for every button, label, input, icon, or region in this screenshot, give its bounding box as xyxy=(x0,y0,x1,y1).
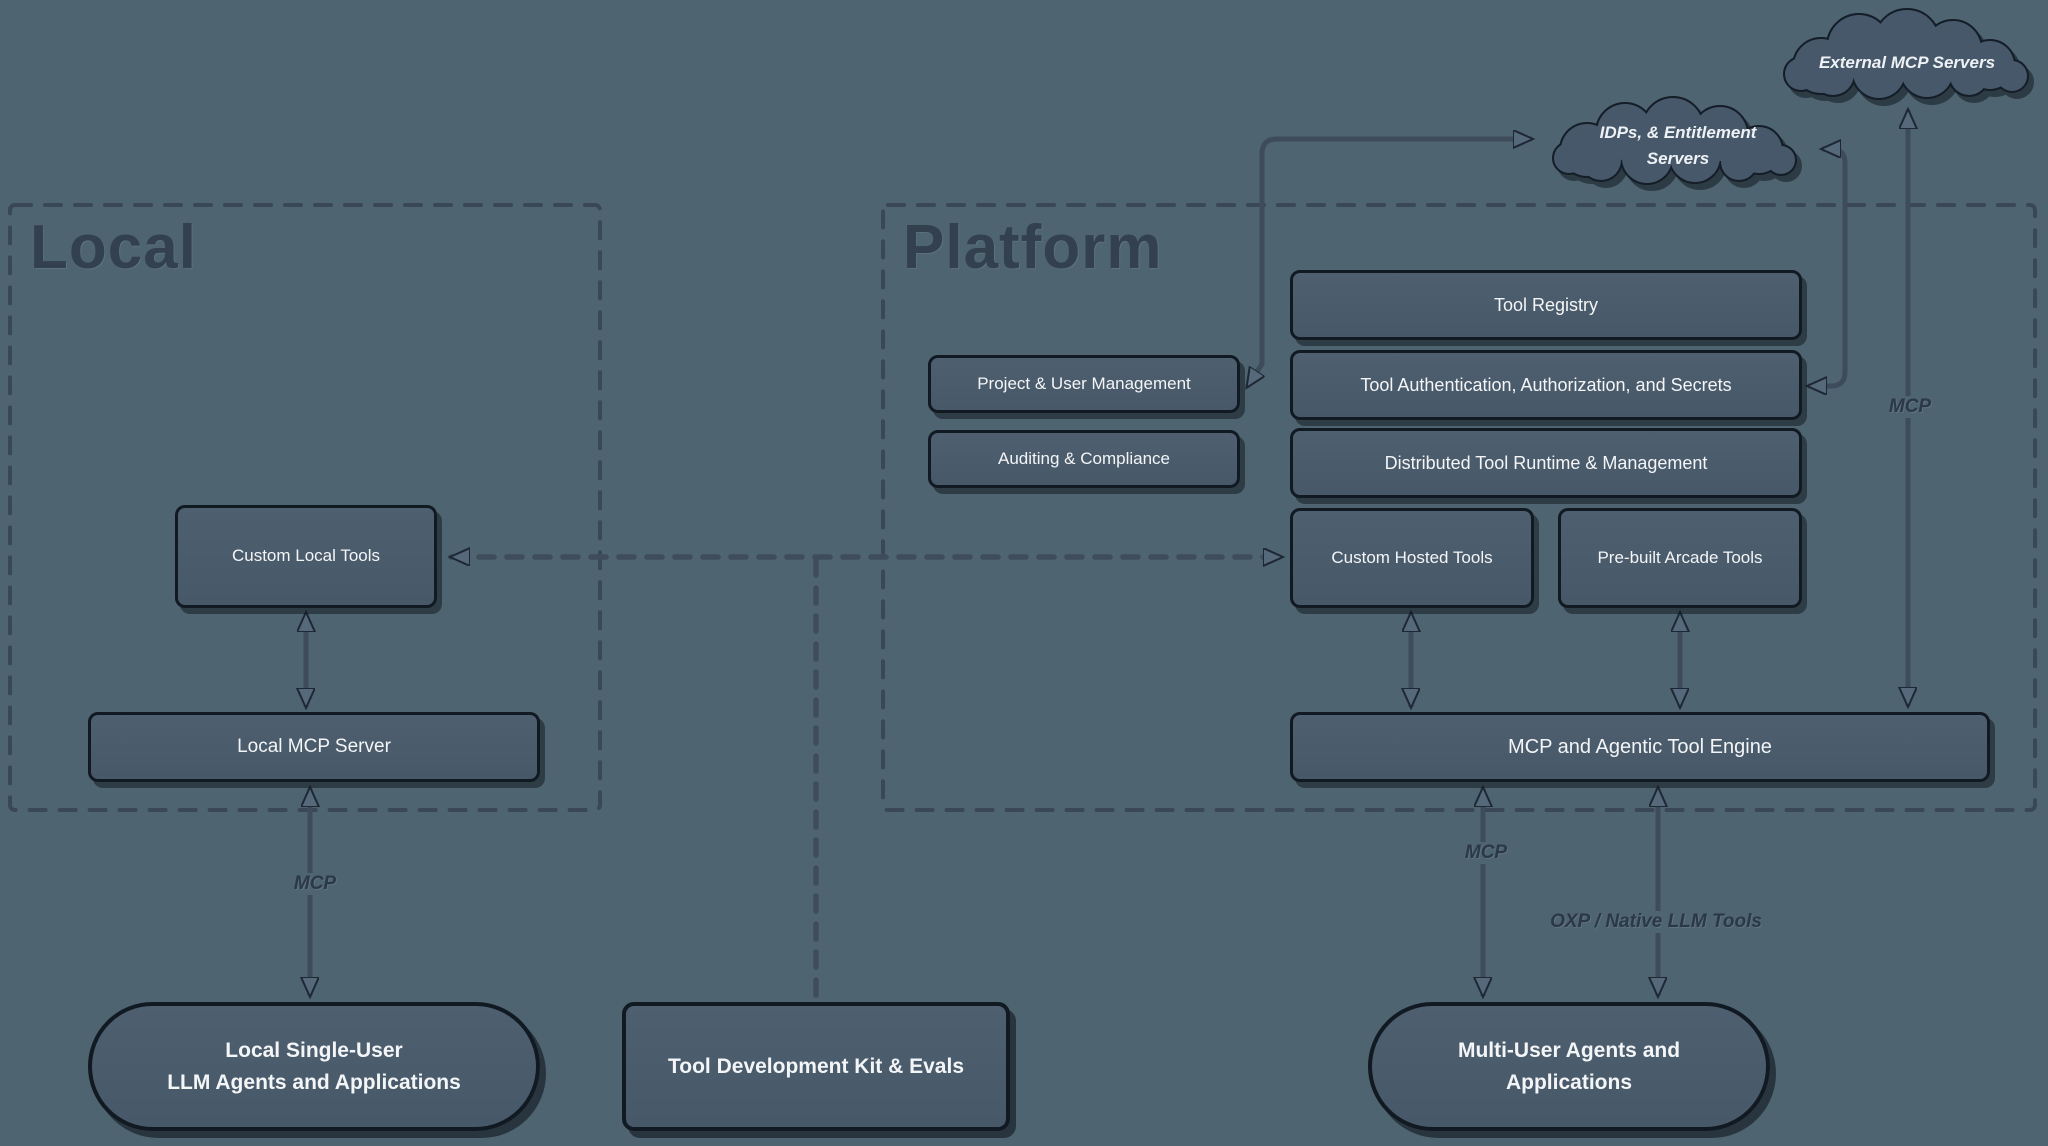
idps-cloud-label-line1: IDPs, & Entitlement xyxy=(1600,123,1758,142)
edge-tool-auth-to-idps xyxy=(1808,149,1848,386)
edge-label-mcp-local: MCP xyxy=(287,873,343,895)
node-tool-authentication: Tool Authentication, Authorization, and … xyxy=(1290,350,1802,420)
external-cloud-label: External MCP Servers xyxy=(1819,53,1995,72)
node-label: Tool Registry xyxy=(1493,294,1599,315)
external-mcp-servers-cloud: External MCP Servers xyxy=(1783,8,2029,100)
node-multi-user-agents: Multi-User Agents and Applications xyxy=(1368,1002,1770,1131)
node-label: Tool Authentication, Authorization, and … xyxy=(1360,374,1732,395)
node-label: Custom Local Tools xyxy=(231,546,381,566)
node-distributed-tool-runtime: Distributed Tool Runtime & Management xyxy=(1290,428,1802,498)
node-custom-hosted-tools: Custom Hosted Tools xyxy=(1290,508,1534,608)
edge-project-user-to-idps xyxy=(1244,139,1532,387)
node-label-line1: Multi-User Agents and xyxy=(1457,1039,1681,1062)
node-tool-development-kit: Tool Development Kit & Evals xyxy=(622,1002,1010,1131)
node-label: Multi-User Agents and Applications xyxy=(1458,1035,1680,1098)
idps-entitlement-cloud: IDPs, & Entitlement Servers xyxy=(1552,96,1797,185)
node-label: Pre-built Arcade Tools xyxy=(1597,547,1763,567)
node-label: Local MCP Server xyxy=(237,736,391,758)
node-label: Project & User Management xyxy=(977,373,1191,393)
node-tool-registry: Tool Registry xyxy=(1290,270,1802,340)
node-label: Auditing & Compliance xyxy=(998,448,1170,468)
node-label: MCP and Agentic Tool Engine xyxy=(1508,735,1772,758)
node-label-line2: Applications xyxy=(1505,1070,1632,1094)
node-local-mcp-server: Local MCP Server xyxy=(88,712,540,782)
node-project-user-management: Project & User Management xyxy=(928,355,1240,413)
node-mcp-agentic-tool-engine: MCP and Agentic Tool Engine xyxy=(1290,712,1990,782)
node-custom-local-tools: Custom Local Tools xyxy=(175,505,437,608)
node-label-line1: Local Single-User xyxy=(225,1039,403,1062)
node-prebuilt-arcade-tools: Pre-built Arcade Tools xyxy=(1558,508,1802,608)
node-local-single-user-agents: Local Single-User LLM Agents and Applica… xyxy=(88,1002,540,1131)
node-label-line2: LLM Agents and Applications xyxy=(167,1070,461,1094)
node-auditing-compliance: Auditing & Compliance xyxy=(928,430,1240,488)
local-section-title: Local xyxy=(30,213,197,282)
edge-label-oxp-native-llm-tools: OXP / Native LLM Tools xyxy=(1544,911,1768,933)
edge-label-mcp-external: MCP xyxy=(1882,396,1938,418)
idps-cloud-label-line2: Servers xyxy=(1647,149,1709,168)
node-label: Custom Hosted Tools xyxy=(1331,547,1493,567)
platform-section-title: Platform xyxy=(903,213,1163,282)
edge-label-mcp-engine: MCP xyxy=(1458,842,1514,864)
node-label: Local Single-User LLM Agents and Applica… xyxy=(167,1035,461,1098)
node-label: Distributed Tool Runtime & Management xyxy=(1384,452,1708,473)
node-label: Tool Development Kit & Evals xyxy=(668,1054,964,1078)
